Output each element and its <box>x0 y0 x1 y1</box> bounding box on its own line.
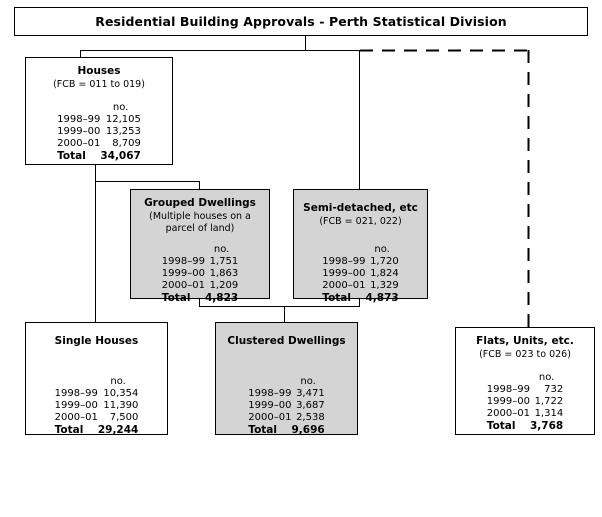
unit-label: no. <box>112 102 129 113</box>
box-flats-units: Flats, Units, etc. (FCB = 023 to 026) no… <box>455 327 595 435</box>
unit-label: no. <box>374 244 390 255</box>
box-houses-heading: Houses <box>77 65 121 77</box>
box-single-houses-heading: Single Houses <box>54 335 139 347</box>
box-houses-subheading: (FCB = 011 to 019) <box>53 79 145 90</box>
unit-label: no. <box>110 376 126 387</box>
box-semi-detached: Semi-detached, etc (FCB = 021, 022) no. … <box>293 189 428 304</box>
box-grouped-dwellings-heading: Grouped Dwellings <box>144 197 256 209</box>
page-title: Residential Building Approvals - Perth S… <box>95 14 507 29</box>
unit-label: no. <box>213 244 230 255</box>
box-semi-detached-subheading: (FCB = 021, 022) <box>319 216 402 227</box>
unit-label: no. <box>300 376 316 387</box>
diagram-title-box: Residential Building Approvals - Perth S… <box>14 7 588 36</box>
unit-label: no. <box>538 372 555 383</box>
box-clustered-dwellings-heading: Clustered Dwellings <box>227 335 346 347</box>
box-grouped-dwellings: Grouped Dwellings (Multiple houses on a … <box>130 189 270 304</box>
box-grouped-dwellings-subheading: (Multiple houses on a parcel of land) <box>149 211 251 234</box>
box-flats-units-subheading: (FCB = 023 to 026) <box>479 349 571 360</box>
box-semi-detached-heading: Semi-detached, etc <box>303 202 418 214</box>
box-flats-units-heading: Flats, Units, etc. <box>476 335 574 347</box>
